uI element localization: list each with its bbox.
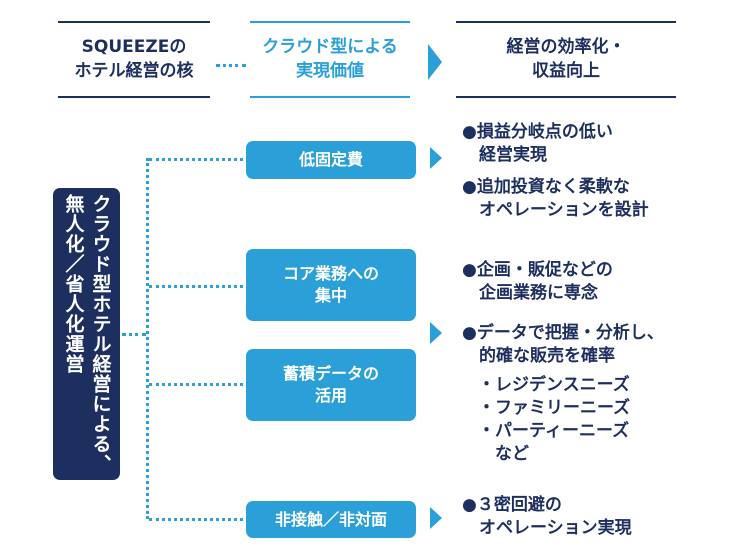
- header-col3-bottom-line: [456, 96, 676, 98]
- result-break-even: ●損益分岐点の低い 経営実現: [462, 122, 613, 165]
- arrow-icon-2: [430, 322, 442, 344]
- branch-connector-2: [149, 285, 243, 288]
- core-box: クラウド型ホテル経営による、 無人化／省人化運営: [53, 188, 120, 480]
- branch-connector-3: [149, 383, 243, 386]
- result-planning-focus: ●企画・販促などの 企画業務に専念: [462, 260, 613, 303]
- value-core-focus: コア業務への 集中: [246, 249, 416, 321]
- header-col2-top-line: [250, 21, 410, 23]
- header-col1-bottom-line: [58, 96, 210, 98]
- header-core: SQUEEZEの ホテル経営の核: [74, 37, 194, 81]
- core-label: クラウド型ホテル経営による、 無人化／省人化運営: [62, 194, 112, 474]
- branch-connector-1: [149, 158, 243, 161]
- result-needs-list: ・レジデンスニーズ ・ファミリーニーズ ・パーティーニーズ など: [478, 375, 631, 464]
- header-col1-top-line: [58, 21, 210, 23]
- branch-connector-4: [149, 518, 243, 521]
- value-data-usage: 蓄積データの 活用: [246, 349, 416, 421]
- value-contactless: 非接触／非対面: [246, 501, 416, 538]
- trunk-connector: [146, 158, 149, 519]
- arrow-icon-1: [430, 147, 442, 169]
- header-result: 経営の効率化・ 収益向上: [506, 37, 626, 81]
- result-flexible-operation: ●追加投資なく柔軟な オペレーションを設計: [462, 177, 649, 220]
- arrow-icon-3: [430, 507, 442, 529]
- result-avoid-3c: ●３密回避の オペレーション実現: [462, 495, 632, 538]
- header-value: クラウド型による 実現価値: [262, 37, 398, 81]
- header-col3-top-line: [456, 21, 676, 23]
- value-low-fixed-cost: 低固定費: [246, 141, 416, 179]
- header-col2-bottom-line: [250, 96, 410, 98]
- result-data-analysis: ●データで把握・分析し、 的確な販売を確率: [462, 323, 664, 366]
- header-dotted-connector: [216, 64, 246, 67]
- core-connector: [122, 333, 146, 336]
- header-arrow-icon: [428, 44, 442, 80]
